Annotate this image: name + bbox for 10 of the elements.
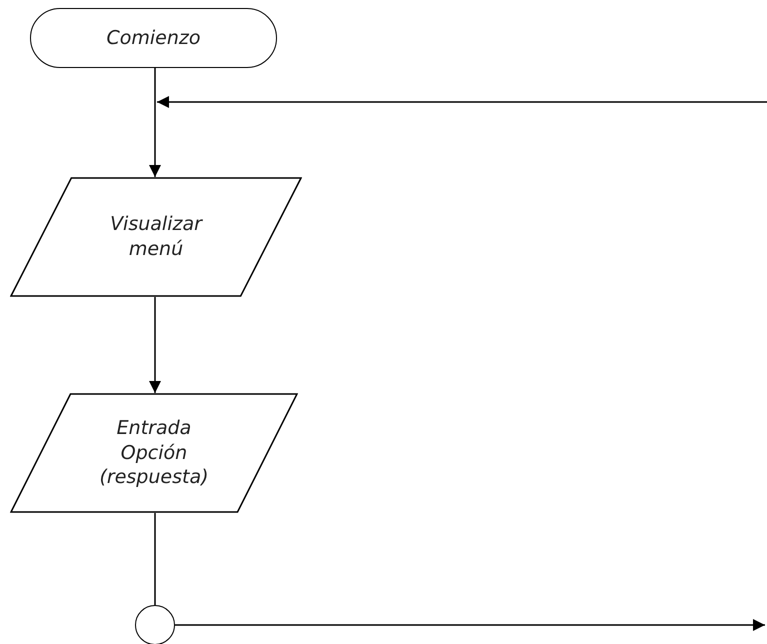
arrow bbox=[149, 68, 161, 177]
arrow bbox=[175, 619, 765, 631]
arrow bbox=[149, 297, 161, 393]
connector-circle bbox=[135, 605, 175, 644]
node-label: Entrada Opción (respuesta) bbox=[98, 416, 210, 490]
node-label: Visualizar menú bbox=[109, 212, 204, 262]
input-output-parallelogram bbox=[10, 393, 298, 513]
arrow bbox=[157, 96, 767, 108]
node-label: Comienzo bbox=[106, 26, 200, 50]
input-output-parallelogram bbox=[10, 177, 302, 297]
